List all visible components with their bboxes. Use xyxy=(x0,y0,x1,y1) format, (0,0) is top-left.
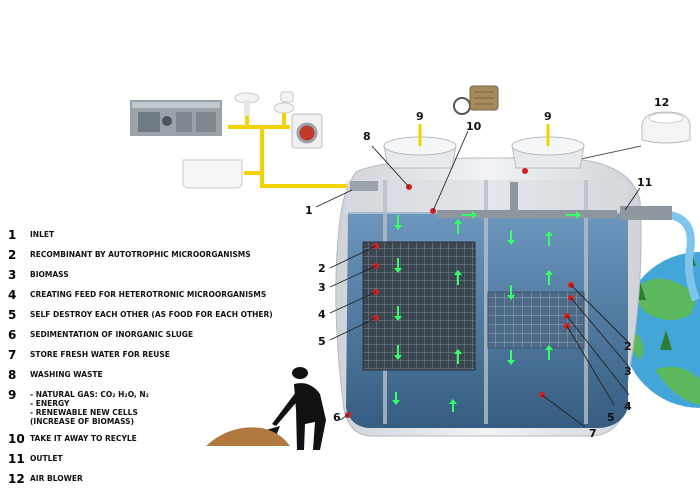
legend-text: SEDIMENTATION OF INORGANIC SLUGE xyxy=(30,330,194,339)
legend-item: 6 SEDIMENTATION OF INORGANIC SLUGE xyxy=(8,328,298,342)
legend-text: STORE FRESH WATER FOR REUSE xyxy=(30,350,170,359)
callout-4-left: 4 xyxy=(318,308,326,321)
legend-line: - RENEWABLE NEW CELLS xyxy=(30,408,138,417)
legend-number: 1 xyxy=(8,228,17,242)
worker-shoveling-icon xyxy=(266,367,326,450)
bathtub-icon xyxy=(182,159,243,189)
callout-2-right: 2 xyxy=(624,340,632,353)
callout-3-left: 3 xyxy=(318,281,326,294)
legend-text: WASHING WASTE xyxy=(30,370,103,379)
legend-number: 6 xyxy=(8,328,17,342)
legend-text: OUTLET xyxy=(30,454,63,463)
legend-item: 11 OUTLET xyxy=(8,452,298,466)
callout-1: 1 xyxy=(305,204,313,217)
legend-number: 2 xyxy=(8,248,17,262)
legend-item: 7 STORE FRESH WATER FOR REUSE xyxy=(8,348,298,362)
callout-3-right: 3 xyxy=(624,365,632,378)
callout-10: 10 xyxy=(466,120,482,133)
legend-line: (INCREASE OF BIOMASS) xyxy=(30,417,134,426)
legend-text: RECOMBINANT BY AUTOTROPHIC MICROORGANISM… xyxy=(30,250,251,259)
legend-text: SELF DESTROY EACH OTHER (AS FOOD FOR EAC… xyxy=(30,310,273,319)
legend-number: 5 xyxy=(8,308,17,322)
tank-top-openings xyxy=(383,124,585,169)
toilet-icon xyxy=(273,91,295,114)
flow-arrows xyxy=(392,211,581,412)
inlet-pipe xyxy=(350,181,378,191)
legend: 1 INLET 2 RECOMBINANT BY AUTOTROPHIC MICRO… xyxy=(8,228,298,492)
legend-text: INLET xyxy=(30,230,55,239)
inflow-pipes xyxy=(228,113,350,188)
legend-text: CREATING FEED FOR HETEROTRONIC MICROORGA… xyxy=(30,290,267,299)
earth-globe-icon xyxy=(622,248,700,408)
outlet-pipe xyxy=(620,206,672,220)
legend-item: 1 INLET xyxy=(8,228,298,242)
callout-9-left: 9 xyxy=(416,110,424,123)
callout-2-left: 2 xyxy=(318,262,326,275)
legend-item: 10 TAKE IT AWAY TO RECYLE xyxy=(8,432,298,446)
callout-12: 12 xyxy=(654,96,669,109)
legend-item: 8 WASHING WASTE xyxy=(8,368,298,382)
legend-item: 12 AIR BLOWER xyxy=(8,472,298,486)
legend-number: 12 xyxy=(8,472,25,486)
legend-text: BIOMASS xyxy=(30,270,69,279)
legend-line: - ENERGY xyxy=(30,399,70,408)
air-blower-icon xyxy=(641,111,691,144)
legend-item: 2 RECOMBINANT BY AUTOTROPHIC MICROORGANIS… xyxy=(8,248,298,262)
legend-line: - NATURAL GAS: CO₂ H₂O, N₂ xyxy=(30,390,149,399)
callout-numbers: 1 8 9 9 10 12 11 2 3 4 5 6 2 3 4 5 7 xyxy=(305,96,669,440)
legend-number: 11 xyxy=(8,452,25,466)
legend-number: 7 xyxy=(8,348,17,362)
treatment-diagram: 1 8 9 9 10 12 11 2 3 4 5 6 2 3 4 5 7 xyxy=(130,85,700,450)
kitchen-cabinet-icon xyxy=(130,100,222,136)
legend-number: 8 xyxy=(8,368,17,382)
legend-text: TAKE IT AWAY TO RECYLE xyxy=(30,434,137,443)
callout-5-left: 5 xyxy=(318,335,326,348)
leader-lines xyxy=(315,130,641,428)
callout-11: 11 xyxy=(637,176,652,189)
tank xyxy=(335,157,642,437)
callout-8: 8 xyxy=(363,130,371,143)
washing-machine-icon xyxy=(291,113,323,149)
callout-9-right: 9 xyxy=(544,110,552,123)
legend-text-multiline: - NATURAL GAS: CO₂ H₂O, N₂ - ENERGY - RE… xyxy=(30,388,149,426)
legend-item: 4 CREATING FEED FOR HETEROTRONIC MICROORG… xyxy=(8,288,298,302)
legend-number: 10 xyxy=(8,432,25,446)
legend-number: 3 xyxy=(8,268,17,282)
callout-4-right: 4 xyxy=(624,400,632,413)
callout-7: 7 xyxy=(589,427,597,440)
legend-number: 4 xyxy=(8,288,17,302)
soil-pile xyxy=(206,427,290,446)
bicycle-basket-icon xyxy=(453,85,499,115)
callout-5-right: 5 xyxy=(607,411,615,424)
callout-6: 6 xyxy=(333,411,341,424)
sink-icon xyxy=(234,92,260,116)
legend-item: 9 - NATURAL GAS: CO₂ H₂O, N₂ - ENERGY - … xyxy=(8,388,298,426)
legend-text: AIR BLOWER xyxy=(30,474,83,483)
legend-number: 9 xyxy=(8,388,17,402)
waterfall xyxy=(668,211,700,302)
legend-item: 5 SELF DESTROY EACH OTHER (AS FOOD FOR EA… xyxy=(8,308,298,322)
legend-item: 3 BIOMASS xyxy=(8,268,298,282)
